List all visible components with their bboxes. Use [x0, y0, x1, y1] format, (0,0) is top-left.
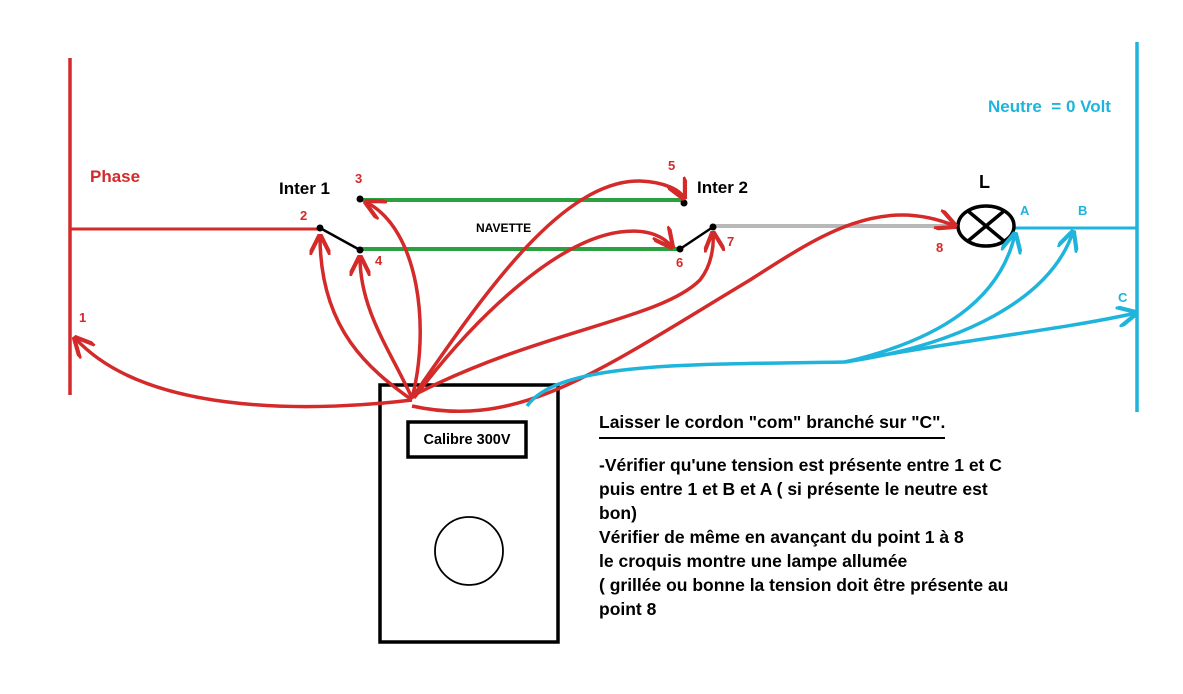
multimeter-dial: [434, 516, 504, 586]
phase-label: Phase: [90, 167, 140, 186]
inter1-contact-2: [316, 224, 324, 232]
inter1-contact-3: [356, 195, 364, 203]
inter2-contact-6: [676, 245, 684, 253]
instruction-line: puis entre 1 et B et A ( si présente le …: [599, 479, 988, 499]
point-6-label: 6: [676, 255, 683, 270]
inter2-label: Inter 2: [697, 178, 748, 197]
probe-to-point-5: [410, 181, 684, 399]
instruction-line: bon): [599, 503, 637, 523]
point-8-label: 8: [936, 240, 943, 255]
probe-to-point-2: [320, 236, 414, 402]
instructions-text: Laisser le cordon "com" branché sur "C".…: [599, 410, 1159, 621]
com-to-point-a: [844, 234, 1015, 364]
lamp-label: L: [979, 172, 990, 192]
inter2-contact-7: [709, 223, 717, 231]
inter2-blade: [679, 225, 714, 251]
instruction-line: -Vérifier qu'une tension est présente en…: [599, 455, 1002, 475]
point-4-label: 4: [375, 253, 383, 268]
inter2-contact-5: [680, 199, 688, 207]
probe-to-point-1: [75, 338, 413, 409]
probe-to-point-7: [413, 233, 713, 397]
point-5-label: 5: [668, 158, 675, 173]
com-lead: [525, 360, 846, 408]
probe-to-point-6: [412, 231, 672, 400]
com-to-point-c: [844, 313, 1136, 364]
point-2-label: 2: [300, 208, 307, 223]
point-7-label: 7: [727, 234, 734, 249]
probe-to-point-3: [366, 202, 422, 399]
point-b-label: B: [1078, 203, 1087, 218]
point-c-label: C: [1118, 290, 1128, 305]
instructions-title: Laisser le cordon "com" branché sur "C".: [599, 410, 946, 439]
navette-label: NAVETTE: [476, 221, 531, 235]
point-3-label: 3: [355, 171, 362, 186]
probe-to-point-8: [411, 215, 955, 414]
instruction-line: ( grillée ou bonne la tension doit être …: [599, 575, 1009, 595]
inter1-label: Inter 1: [279, 179, 330, 198]
instruction-line: Vérifier de même en avançant du point 1 …: [599, 527, 964, 547]
point-a-label: A: [1020, 203, 1030, 218]
inter1-blade: [319, 226, 361, 252]
calibre-label: Calibre 300V: [423, 432, 510, 448]
point-1-label: 1: [79, 310, 86, 325]
instruction-line: point 8: [599, 599, 657, 619]
probe-to-point-4: [360, 257, 414, 399]
lamp-icon: [956, 204, 1016, 248]
calibre-display: [406, 420, 528, 459]
instruction-line: le croquis montre une lampe allumée: [599, 551, 908, 571]
neutral-label: Neutre = 0 Volt: [988, 97, 1111, 116]
inter1-contact-4: [356, 246, 364, 254]
